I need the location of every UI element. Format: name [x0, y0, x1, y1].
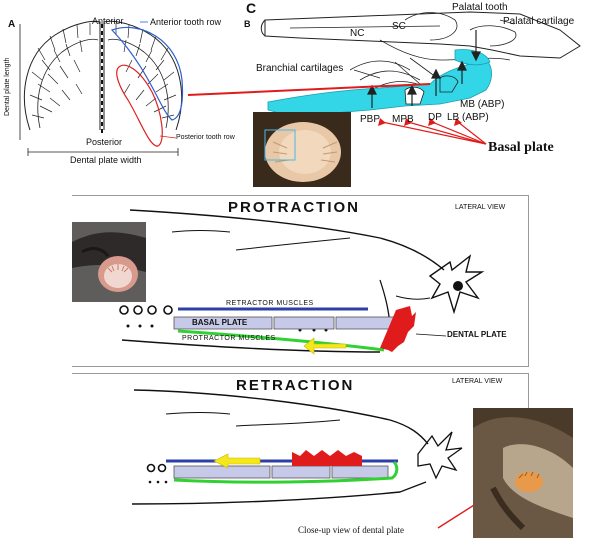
lb-label: LB (ABP) [447, 112, 489, 123]
palatal-cartilage-label: Palatal cartilage [503, 16, 575, 27]
retractor-muscles-label: RETRACTOR MUSCLES [226, 300, 314, 307]
dental-plate-photo [253, 112, 351, 187]
mpb-label: MPB [392, 114, 414, 125]
basal-plate-label: Basal plate [488, 140, 554, 155]
panel-c-letter: C [246, 0, 257, 16]
dental-plate-label: DENTAL PLATE [447, 330, 507, 339]
branchial-cartilages-label: Branchial cartilages [256, 63, 344, 74]
protraction-panel [72, 195, 529, 367]
retraction-title: RETRACTION [236, 377, 355, 394]
closeup-photo [473, 408, 573, 538]
dental-plate-diagram [19, 20, 184, 156]
retraction-view-label: LATERAL VIEW [452, 378, 503, 385]
pbp-label: PBP [360, 114, 381, 125]
posterior-label: Posterior [86, 137, 123, 147]
protraction-title: PROTRACTION [228, 199, 360, 216]
dental-plate-width-label: Dental plate width [70, 155, 142, 165]
posterior-tooth-row-label: Posterior tooth row [176, 134, 235, 141]
palatal-tooth-label: Palatal tooth [452, 2, 508, 13]
nc-label: NC [350, 28, 365, 39]
protractor-muscles-label: PROTRACTOR MUSCLES [182, 335, 276, 342]
sc-label: SC [392, 21, 406, 32]
dp-label: DP [428, 112, 442, 123]
mb-label: MB (ABP) [460, 99, 505, 110]
basal-plate-block-label: BASAL PLATE [192, 318, 248, 327]
panel-a-letter: A [8, 19, 16, 30]
anterior-tooth-row-label: Anterior tooth row [150, 17, 222, 27]
lamprey-photo [72, 222, 146, 302]
anterior-label: Anterior [92, 16, 124, 26]
panel-b-letter: B [244, 19, 251, 29]
closeup-label: Close-up view of dental plate [298, 525, 404, 535]
protraction-view-label: LATERAL VIEW [455, 204, 506, 211]
skull-cartilage-diagram [187, 11, 581, 145]
